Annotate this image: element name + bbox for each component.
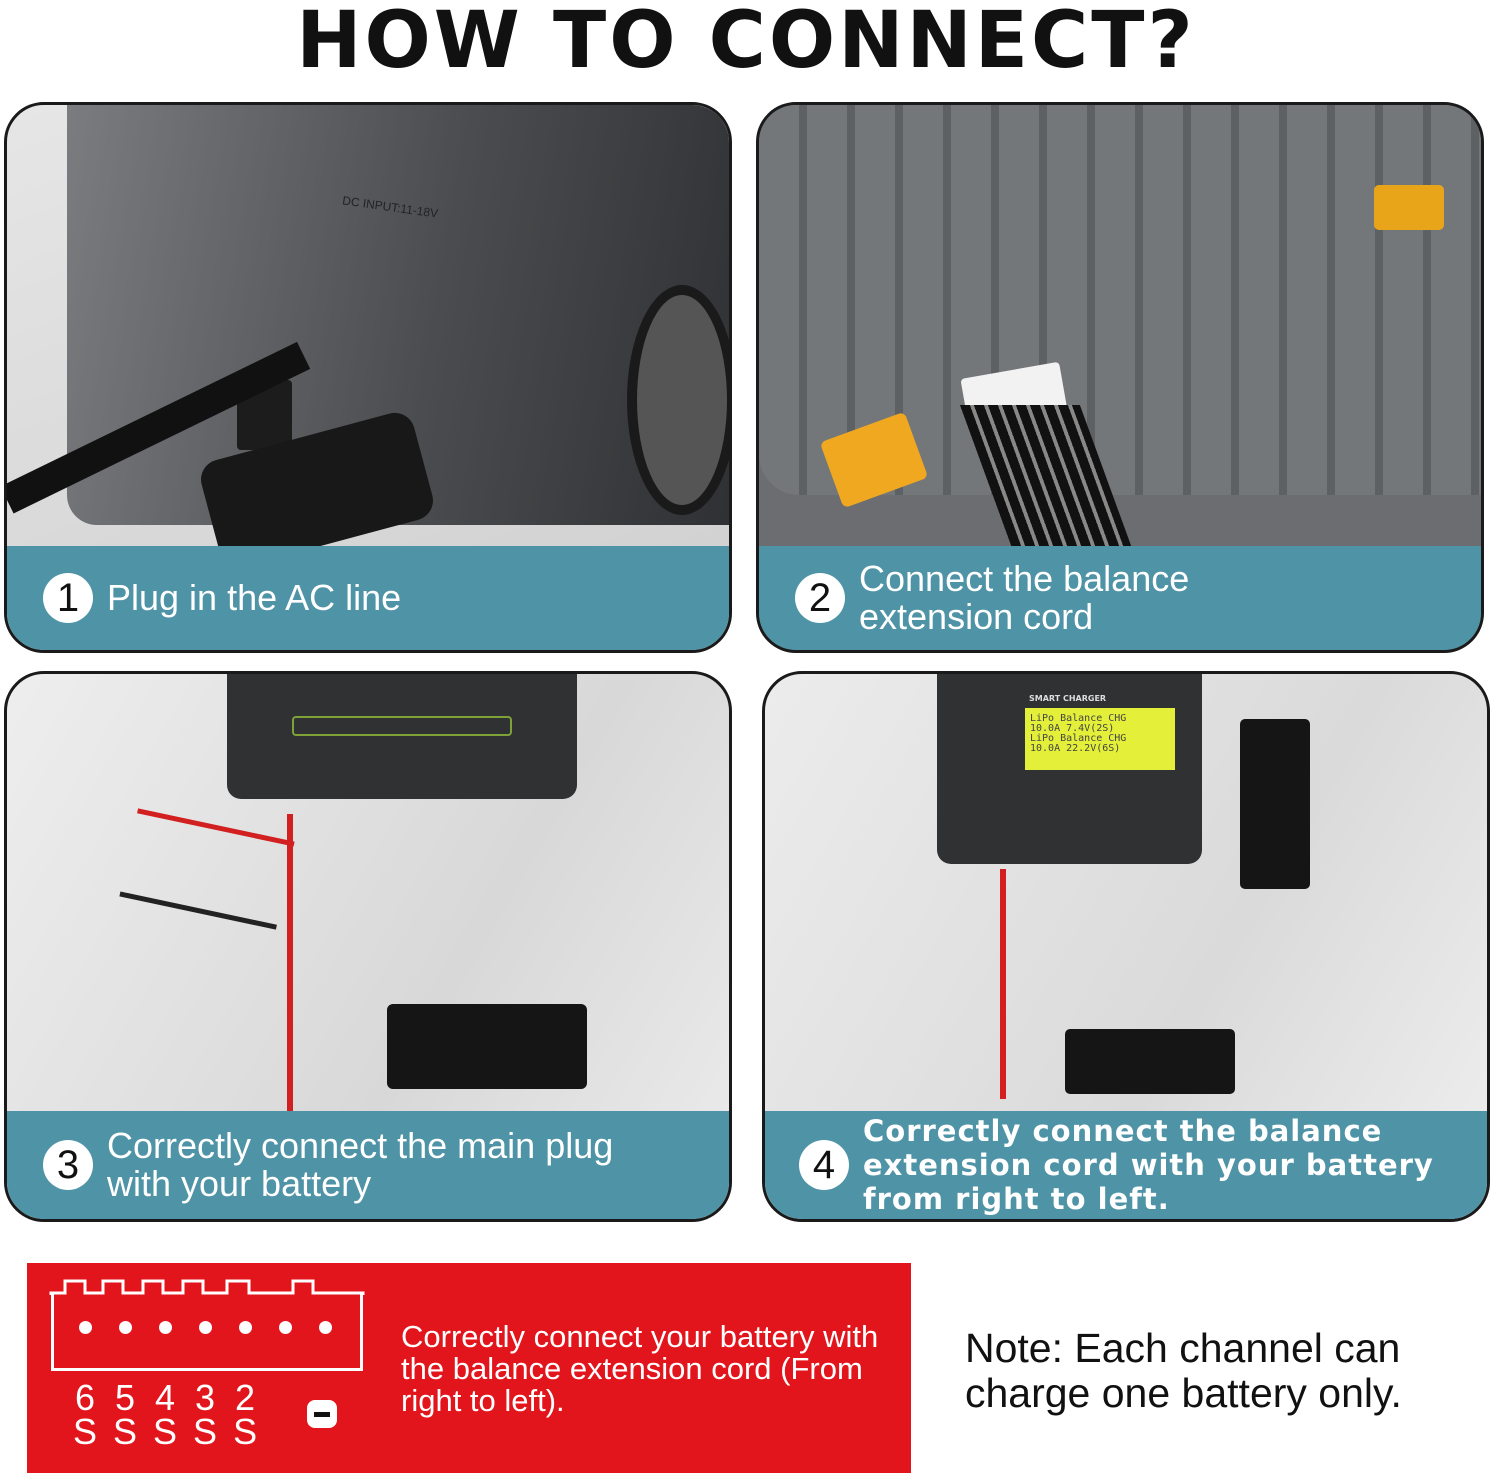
- pin-dot: [79, 1321, 92, 1334]
- page-title: HOW TO CONNECT?: [296, 0, 1196, 86]
- step-1-caption: 1 Plug in the AC line: [7, 546, 729, 650]
- balance-instructions: Correctly connect your battery with the …: [401, 1319, 879, 1418]
- charger-front: [227, 674, 577, 799]
- battery: [387, 1004, 587, 1089]
- pin-number: 2: [235, 1377, 256, 1418]
- lcd-title: SMART CHARGER: [1029, 694, 1107, 703]
- red-wires: [287, 814, 293, 1114]
- pin-number: 4: [155, 1377, 176, 1418]
- step-3-caption: 3 Correctly connect the main plug with y…: [7, 1111, 729, 1219]
- balance-connector-icon: [51, 1293, 363, 1371]
- lcd-line: 10.0A 22.2V(6S): [1030, 743, 1121, 754]
- lcd-line: 10.0A 7.4V(2S): [1030, 723, 1115, 734]
- battery-upright: [1240, 719, 1310, 889]
- pin-number: 6: [74, 1377, 96, 1418]
- step-number: 2: [795, 573, 845, 623]
- pin-dot: [119, 1321, 132, 1334]
- step-caption: Correctly connect the balance extension …: [863, 1114, 1434, 1216]
- step-4-panel: SMART CHARGER LiPo Balance CHG 10.0A 7.4…: [762, 671, 1490, 1222]
- negative-icon: [307, 1400, 337, 1428]
- step-number: 3: [43, 1140, 93, 1190]
- step-caption: Plug in the AC line: [107, 577, 402, 618]
- pin-suffix: S: [193, 1411, 218, 1452]
- step-1-panel: DC INPUT:11-18V 1 Plug in the AC line: [4, 102, 732, 653]
- step-caption: Correctly connect the main plug with you…: [107, 1125, 614, 1204]
- pin-dot: [319, 1321, 332, 1334]
- step-number: 1: [43, 573, 93, 623]
- step-3-panel: 3 Correctly connect the main plug with y…: [4, 671, 732, 1222]
- lcd-screen: LiPo Balance CHG 10.0A 7.4V(2S) LiPo Bal…: [1025, 708, 1175, 770]
- connector-pins: [79, 1321, 332, 1334]
- pin-number: 5: [115, 1377, 136, 1418]
- lcd-line: LiPo Balance CHG: [1030, 733, 1127, 744]
- step-2-caption: 2 Connect the balance extension cord: [759, 546, 1481, 650]
- step-4-caption: 4 Correctly connect the balance extensio…: [765, 1111, 1487, 1219]
- fan-grille: [627, 285, 729, 515]
- pin-dot: [239, 1321, 252, 1334]
- step-2-panel: 2 Connect the balance extension cord: [756, 102, 1484, 653]
- note-text: Note: Each channel can charge one batter…: [965, 1325, 1402, 1416]
- pin-dot: [159, 1321, 172, 1334]
- pin-suffix: S: [73, 1411, 98, 1452]
- step-number: 4: [799, 1140, 849, 1190]
- xt60-port: [1374, 185, 1444, 230]
- red-wires: [1000, 869, 1006, 1099]
- pin-suffix: S: [233, 1411, 258, 1452]
- step-caption: Connect the balance extension cord: [859, 558, 1190, 637]
- pin-suffix: S: [153, 1411, 178, 1452]
- connector-outline-icon: [49, 1279, 365, 1295]
- lcd-line: LiPo Balance CHG: [1030, 713, 1127, 724]
- battery: [1065, 1029, 1235, 1094]
- pin-number: 3: [195, 1377, 216, 1418]
- pin-dot: [199, 1321, 212, 1334]
- pin-dot: [279, 1321, 292, 1334]
- pin-suffix: S: [113, 1411, 138, 1452]
- status-buttons: [292, 716, 512, 736]
- clip-leads: [119, 808, 295, 930]
